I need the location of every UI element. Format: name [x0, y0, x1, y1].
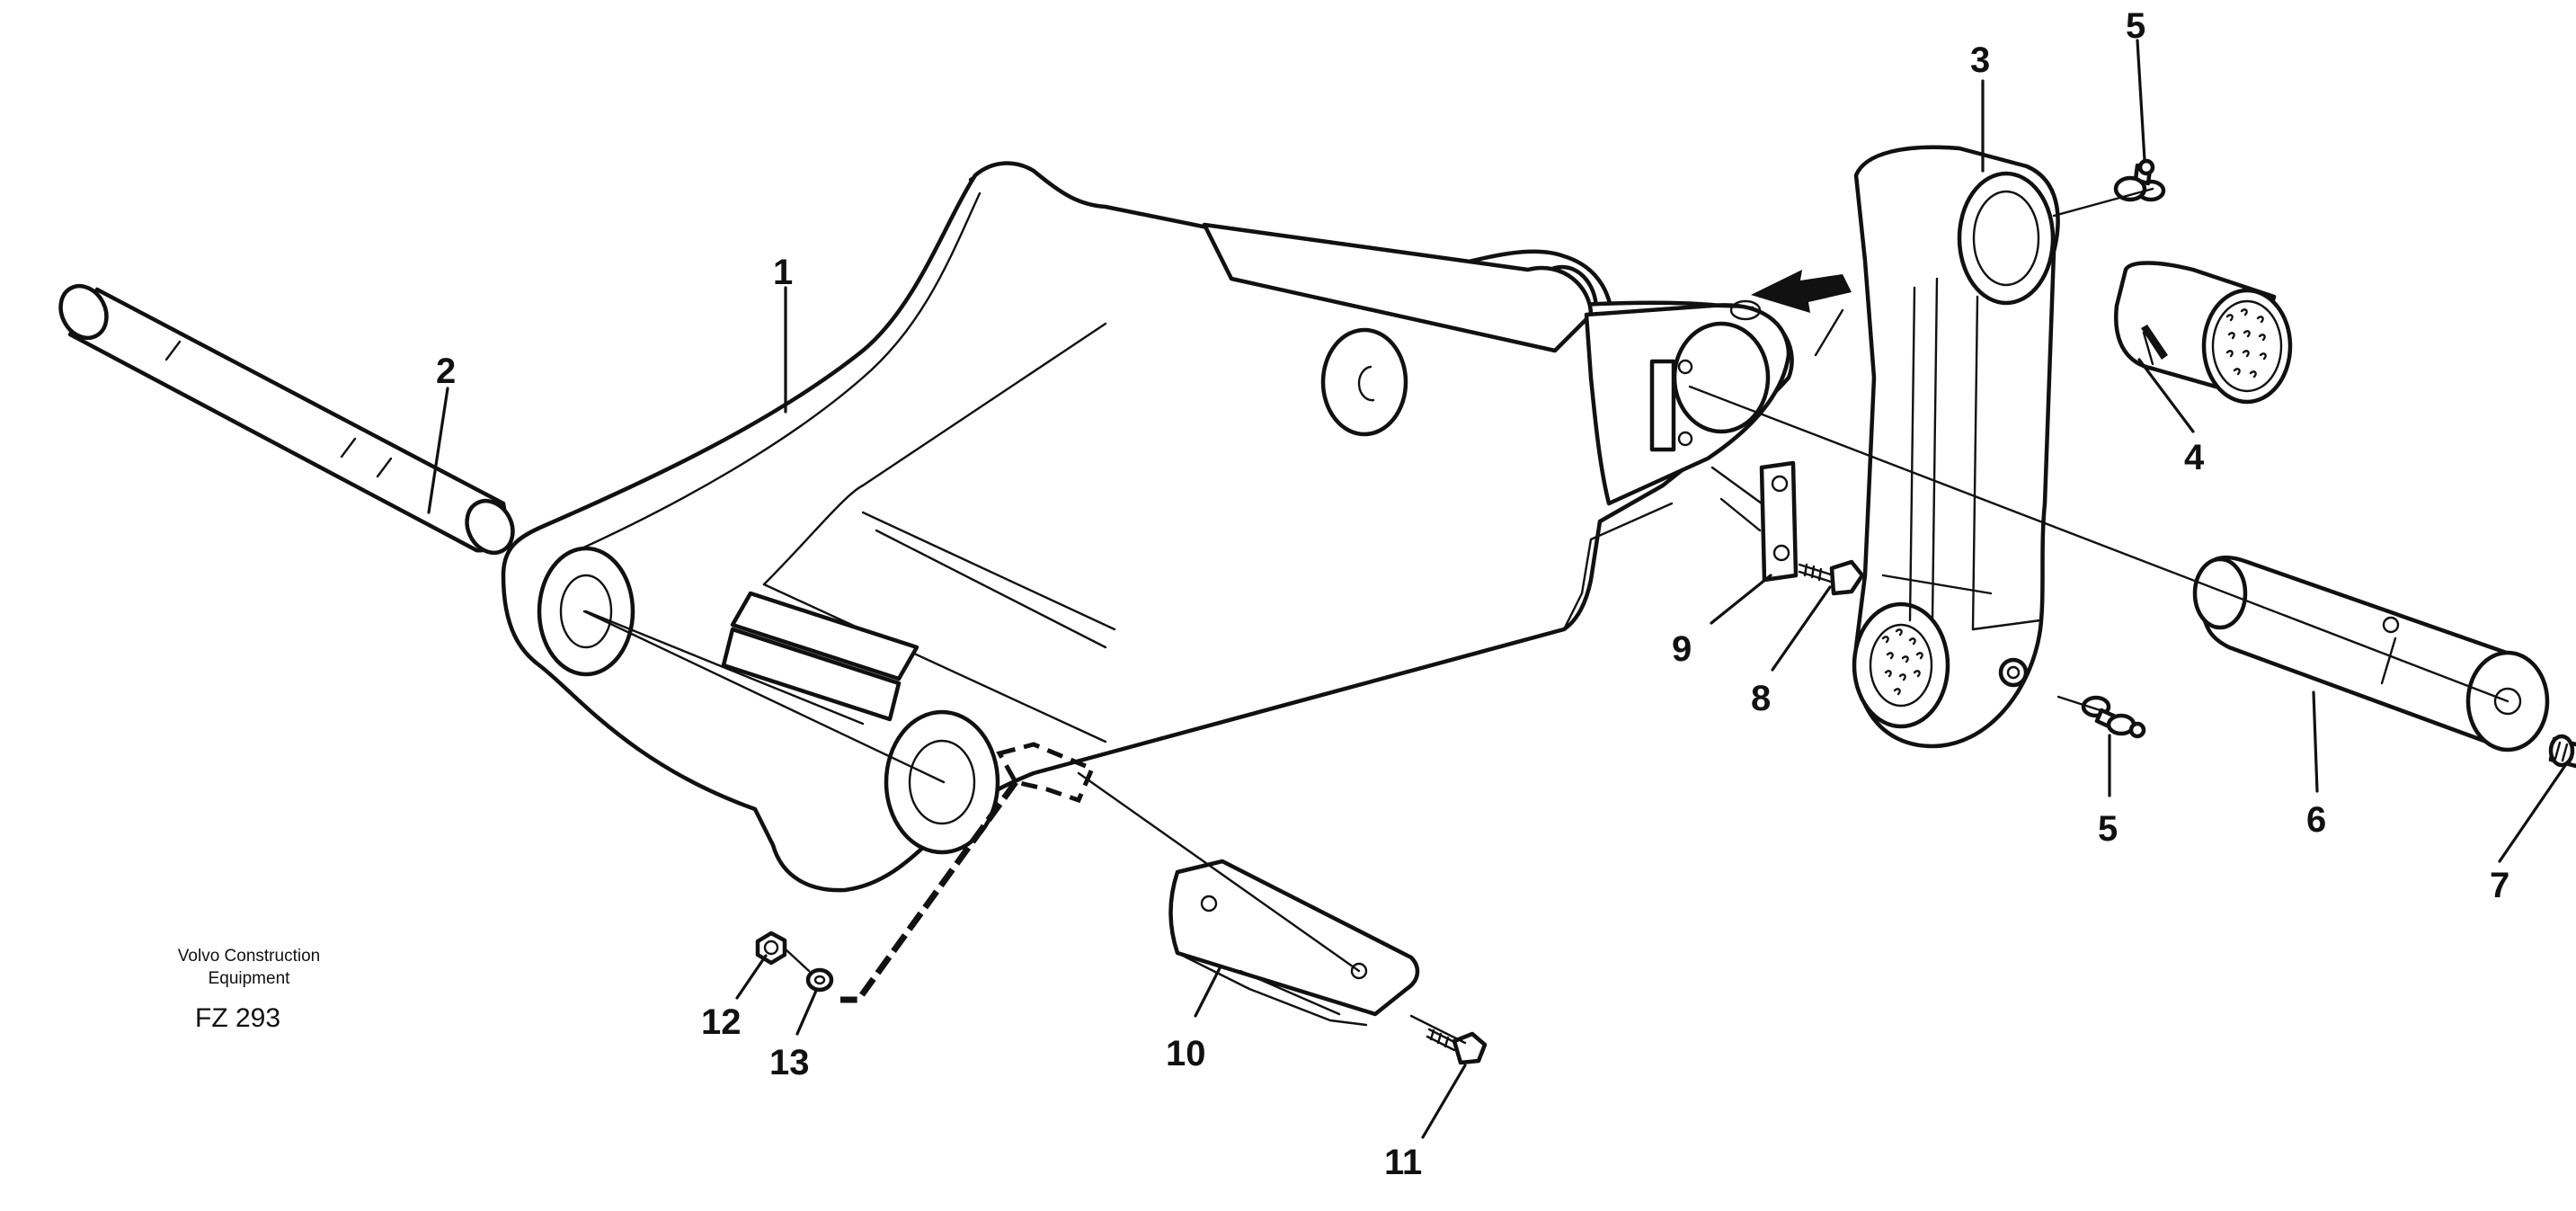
bolt-part-8	[1798, 559, 1865, 596]
callout-7: 7	[2490, 866, 2509, 905]
callout-9: 9	[1672, 629, 1692, 669]
pin-part-2	[58, 283, 515, 556]
callout-12: 12	[701, 1002, 742, 1042]
lock-plate-part-9	[1759, 460, 1799, 583]
callout-10: 10	[1166, 1034, 1206, 1073]
nut-part-12	[755, 931, 787, 966]
callout-4: 4	[2184, 438, 2205, 477]
callout-leaders	[427, 39, 2568, 1139]
hidden-plate-outline	[996, 742, 1096, 804]
bushing-part-4	[2113, 261, 2293, 405]
callout-5-bottom: 5	[2098, 809, 2118, 849]
callout-6: 6	[2306, 800, 2326, 840]
callout-2: 2	[436, 352, 456, 391]
hidden-bolt-path	[840, 779, 1018, 1003]
pin-part-6	[2192, 555, 2550, 752]
grease-nipple-bottom	[2081, 695, 2146, 739]
link-arm-part-3	[1852, 145, 2060, 749]
wear-plate-part-10	[1168, 859, 1420, 1027]
callout-3: 3	[1970, 40, 1990, 80]
plug-part-7	[2548, 734, 2576, 769]
assembly-lines	[582, 187, 2509, 1045]
grease-nipple-top	[2113, 158, 2166, 202]
callout-11: 11	[1384, 1143, 1422, 1182]
callout-8: 8	[1751, 679, 1771, 718]
washer-part-13	[805, 967, 834, 993]
caption-line-1: Volvo Construction	[178, 947, 320, 966]
caption-line-2: Equipment	[209, 969, 291, 988]
bracket-frame-part-1	[501, 161, 1794, 893]
figure-code: FZ 293	[195, 1003, 280, 1033]
callout-13: 13	[769, 1043, 810, 1082]
callout-1: 1	[773, 253, 793, 292]
screw-part-11	[1426, 1028, 1488, 1065]
callout-5-top: 5	[2126, 6, 2145, 46]
direction-arrow-icon	[1751, 270, 1852, 313]
